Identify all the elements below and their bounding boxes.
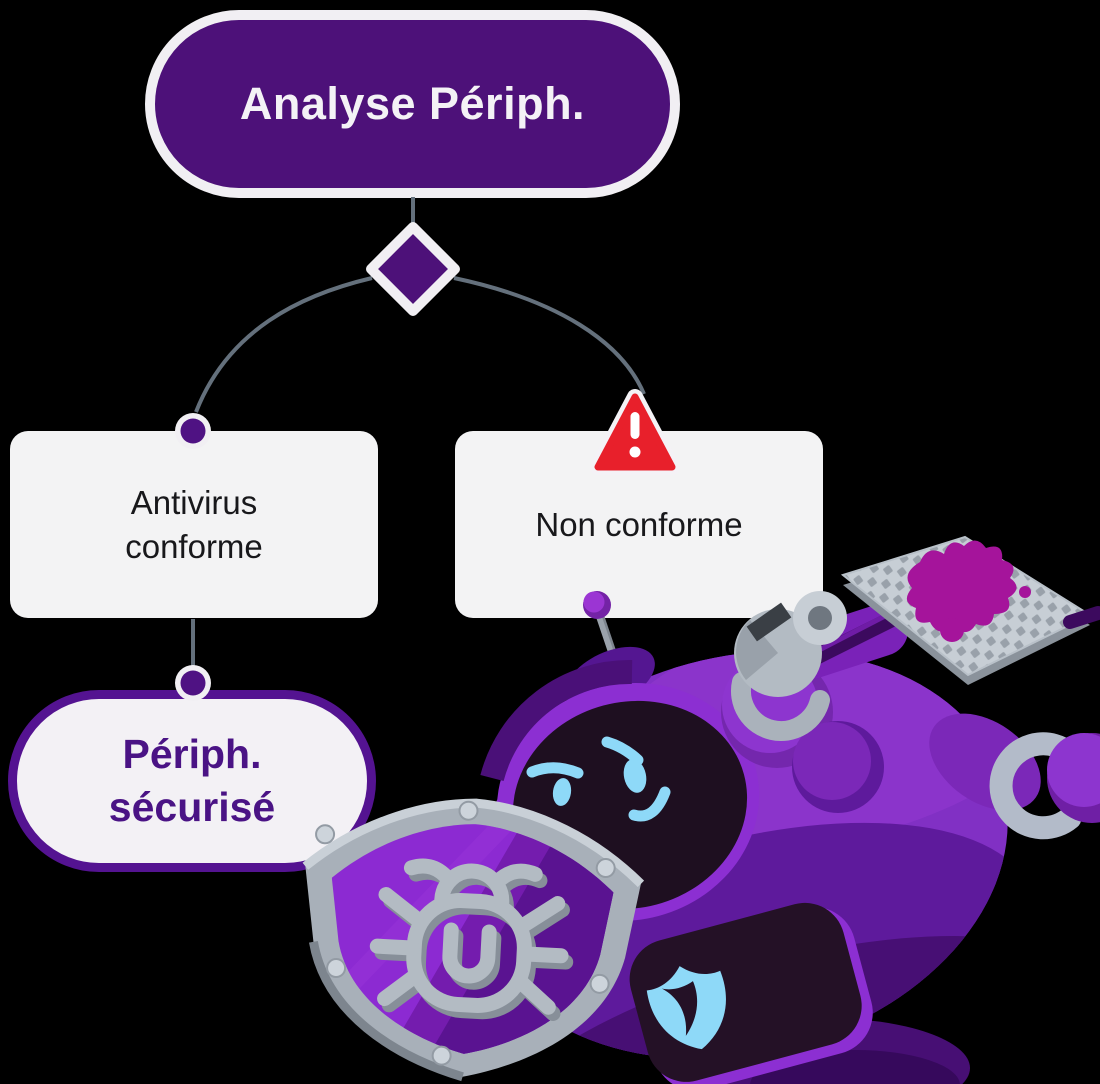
robot-eyes [526, 736, 671, 822]
face-visor [512, 700, 748, 910]
root-label: Analyse Périph. [239, 78, 586, 129]
swatter-splat [906, 540, 1031, 642]
flow-node-non-conforme: Non conforme [455, 431, 823, 618]
non-conforme-label: Non conforme [535, 505, 743, 543]
robot-face [480, 659, 760, 921]
flow-node-antivirus-conforme: Antivirus conforme [10, 431, 378, 618]
shield-face [322, 816, 617, 1062]
antivirus-conforme-label: Antivirus conforme [125, 483, 263, 565]
decision-diamond [366, 222, 460, 316]
shield-emblem-icon [646, 966, 726, 1050]
robot-shoulder [721, 656, 884, 813]
bug-icon [369, 858, 574, 1021]
robot-body [426, 598, 1054, 1084]
fly-swatter-icon [840, 535, 1100, 685]
connector-curve-right [453, 276, 646, 395]
connector-curve-left [194, 276, 373, 413]
robot-claw [929, 713, 1100, 840]
hood-bump [565, 646, 655, 710]
flow-node-periph-securise: Périph. sécurisé [8, 690, 376, 872]
robot-chest-panel [629, 902, 873, 1084]
robot-base [680, 1018, 970, 1084]
flow-node-root: Analyse Périph. [145, 10, 680, 198]
robot-mouth [628, 786, 671, 822]
periph-securise-label: Périph. sécurisé [108, 730, 276, 830]
